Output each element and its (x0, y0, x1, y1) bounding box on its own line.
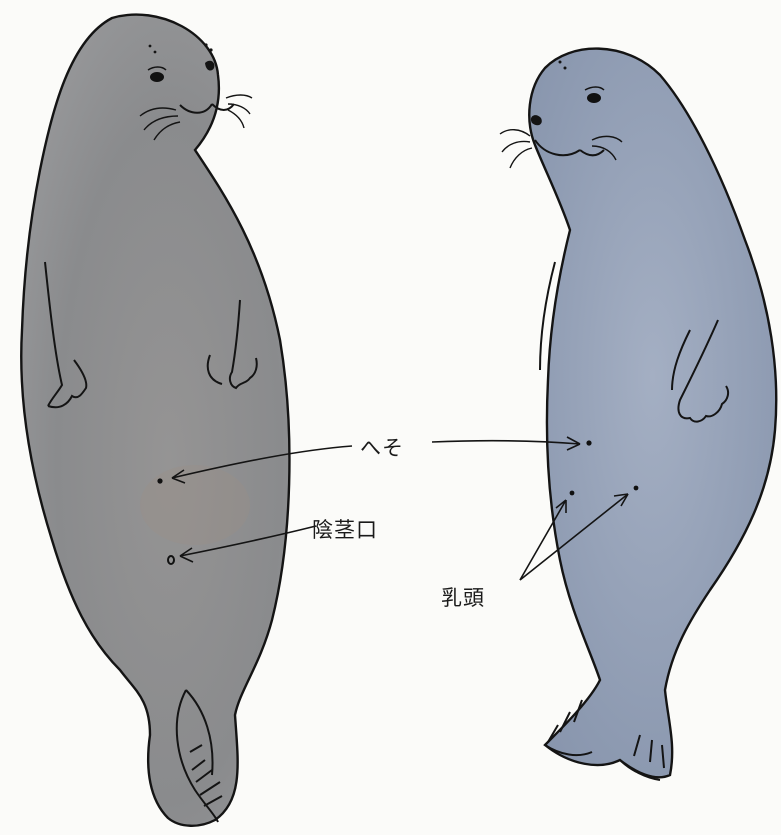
genital-opening-label: 陰茎口 (312, 514, 378, 544)
female-eye (587, 93, 601, 103)
navel-label: へそ (360, 432, 404, 462)
male-seal (21, 15, 289, 826)
male-seal-body (21, 15, 289, 826)
nipples-label: 乳頭 (441, 582, 485, 612)
female-seal-body (529, 49, 776, 778)
male-navel-dot (157, 478, 162, 483)
female-seal (500, 49, 776, 780)
male-belly-tint (140, 465, 250, 545)
female-nipple-right (634, 486, 639, 491)
female-navel-dot (586, 440, 591, 445)
female-nipple-left (570, 491, 575, 496)
male-eye (150, 72, 164, 82)
